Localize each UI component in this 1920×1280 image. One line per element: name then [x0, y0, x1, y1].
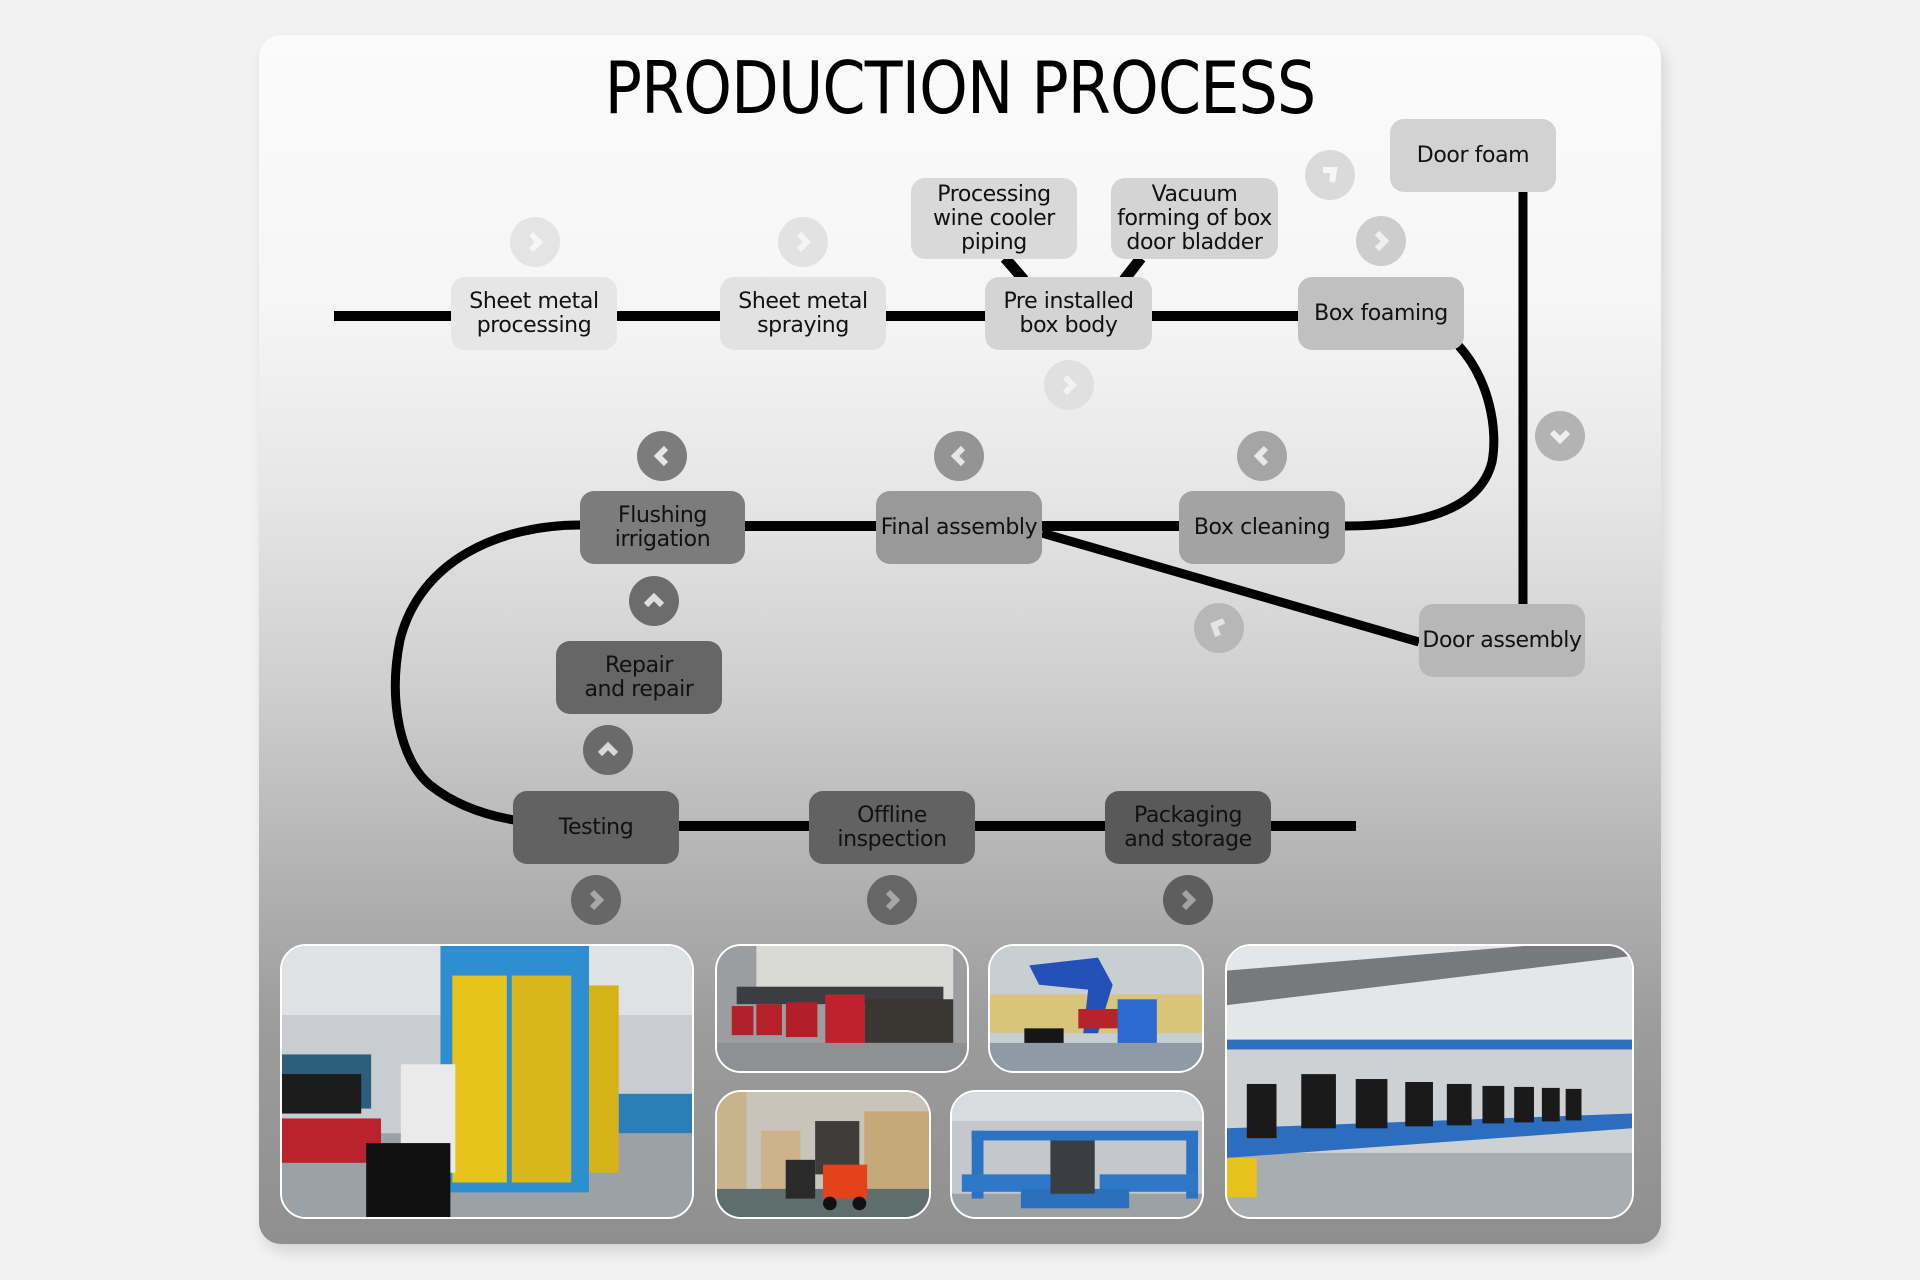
step-offline-inspection: Offline inspection: [809, 791, 975, 864]
chevron-up-right-icon: [1305, 150, 1355, 200]
photo-assembly-line: [1225, 944, 1634, 1219]
step-sheet-metal-spraying: Sheet metal spraying: [720, 277, 886, 350]
photo-freight-elevator: [280, 944, 694, 1219]
line-piping-to-preinstalled: [1000, 254, 1029, 284]
page-title: PRODUCTION PROCESS: [604, 46, 1317, 130]
chevron-right-icon: [867, 875, 917, 925]
photo-truck-loading-dock: [715, 944, 969, 1073]
line-vacuum-to-preinstalled: [1119, 254, 1146, 284]
step-door-assembly: Door assembly: [1419, 604, 1585, 677]
step-final-assembly: Final assembly: [876, 491, 1042, 564]
line-final-to-door-assembly: [1040, 528, 1421, 647]
chevron-up-left-icon: [1194, 603, 1244, 653]
chevron-right-icon: [1044, 360, 1094, 410]
step-sheet-metal-processing: Sheet metal processing: [451, 277, 617, 350]
chevron-up-icon: [629, 576, 679, 626]
curve-foaming-to-cleaning: [1344, 341, 1499, 531]
step-box-foaming: Box foaming: [1298, 277, 1464, 350]
photo-forklift-warehouse: [715, 1090, 931, 1219]
photo-robot-arm: [988, 944, 1204, 1073]
step-pre-installed-box-body: Pre installed box body: [985, 277, 1152, 350]
step-flushing-irrigation: Flushing irrigation: [580, 491, 745, 564]
chevron-down-icon: [1535, 411, 1585, 461]
curve-flushing-to-testing: [390, 520, 581, 825]
step-repair-and-repair: Repair and repair: [556, 641, 722, 714]
chevron-right-icon: [510, 217, 560, 267]
chevron-right-icon: [571, 875, 621, 925]
chevron-right-icon: [1163, 875, 1213, 925]
step-packaging-and-storage: Packaging and storage: [1105, 791, 1271, 864]
chevron-up-icon: [583, 725, 633, 775]
chevron-right-icon: [778, 217, 828, 267]
chevron-right-icon: [1356, 216, 1406, 266]
chevron-left-icon: [934, 431, 984, 481]
step-testing: Testing: [513, 791, 679, 864]
chevron-left-icon: [1237, 431, 1287, 481]
step-vacuum-forming: Vacuum forming of box door bladder: [1111, 178, 1278, 259]
chevron-left-icon: [637, 431, 687, 481]
photo-foaming-fixture: [950, 1090, 1204, 1219]
step-processing-wine-cooler-piping: Processing wine cooler piping: [911, 178, 1077, 259]
step-box-cleaning: Box cleaning: [1179, 491, 1345, 564]
step-door-foam: Door foam: [1390, 119, 1556, 192]
